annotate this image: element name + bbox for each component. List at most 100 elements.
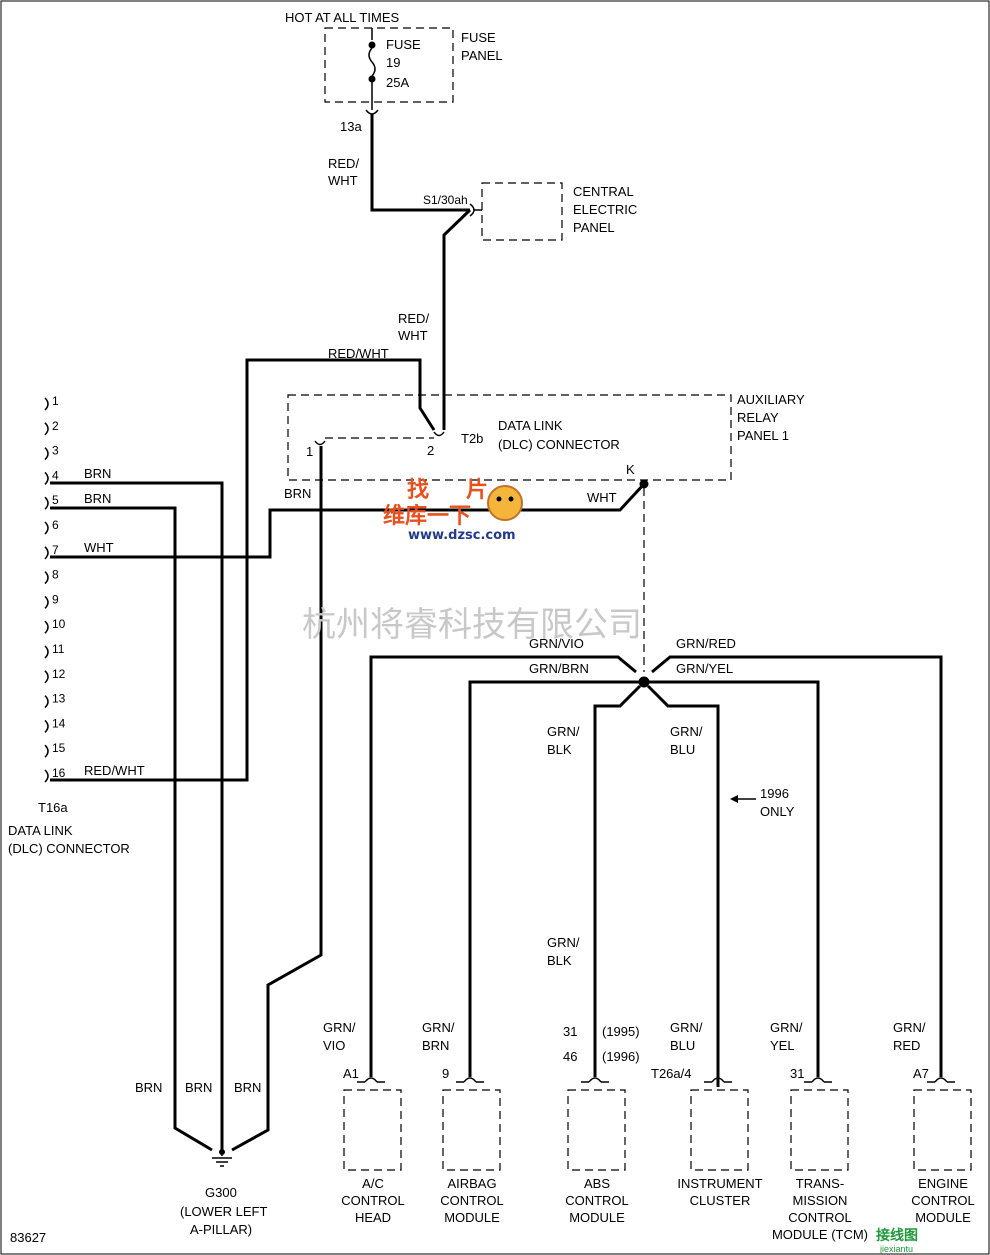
logo-text-2: 片 xyxy=(466,478,488,503)
bus-label-grn-blk-1: GRN/ xyxy=(547,724,580,739)
module-name-line: ENGINE xyxy=(918,1176,968,1191)
module-pin-label: A1 xyxy=(343,1066,359,1081)
module-name-line: INSTRUMENT xyxy=(677,1176,762,1191)
note-1996-line1: 1996 xyxy=(760,786,789,801)
module-pin-label: T26a/4 xyxy=(651,1066,691,1081)
fuse-terminal-connector xyxy=(365,109,379,115)
central-electric-label-3: PANEL xyxy=(573,220,615,235)
bus-label-grn-red: GRN/RED xyxy=(676,636,736,651)
wire-dlc4-brn xyxy=(50,481,224,1150)
dlc-wire-5-label: BRN xyxy=(84,491,111,506)
module-group: GRN/VIOA1A/CCONTROLHEADGRN/BRN9AIRBAGCON… xyxy=(323,1020,975,1242)
module-name-line: CLUSTER xyxy=(690,1193,751,1208)
dlc-pin-connector xyxy=(44,397,49,411)
ground-node xyxy=(219,1149,225,1155)
dlc-pin-label: 2 xyxy=(52,419,59,433)
dlc-pin-connector xyxy=(44,595,49,609)
wire-grn-yel xyxy=(644,680,820,1077)
bus-label-grn-yel: GRN/YEL xyxy=(676,661,733,676)
t2b-pin1-label: 1 xyxy=(306,444,313,459)
dlc-pin-connector xyxy=(44,546,49,560)
wire-brn-upper-label: BRN xyxy=(284,486,311,501)
dlc-pin-label: 10 xyxy=(52,617,66,631)
central-terminal-connector xyxy=(469,203,475,217)
fuse-panel-label-1: FUSE xyxy=(461,30,496,45)
module-wire-label: GRN/ xyxy=(670,1020,703,1035)
aux-dlc-label-2: (DLC) CONNECTOR xyxy=(498,437,620,452)
company-watermark: 杭州将睿科技有限公司 xyxy=(302,605,642,645)
dlc-pin-connector xyxy=(44,769,49,783)
dlc-pin-label: 16 xyxy=(52,766,66,780)
dlc-pin-label: 7 xyxy=(52,543,59,557)
module-terminal xyxy=(711,1077,725,1083)
central-terminal-label: S1/30ah xyxy=(423,193,468,207)
wire-grn-vio xyxy=(369,655,637,1077)
dlc-pin-connector xyxy=(44,521,49,535)
fuse-rating: 25A xyxy=(386,75,409,90)
module-terminal xyxy=(811,1077,825,1083)
bus-label-grn-blk-lower-1: GRN/ xyxy=(547,935,580,950)
module-box xyxy=(790,1089,849,1171)
bus-label-grn-vio: GRN/VIO xyxy=(529,636,584,651)
wire-wht-upper-label: WHT xyxy=(587,490,617,505)
note-1996-line2: ONLY xyxy=(760,804,795,819)
bus-label-grn-blk-2: BLK xyxy=(547,742,572,757)
central-electric-label-2: ELECTRIC xyxy=(573,202,637,217)
module-name-line: MODULE xyxy=(569,1210,625,1225)
module-name-line: TRANS- xyxy=(796,1176,844,1191)
note-arrow-head xyxy=(730,795,738,803)
wire-grn-red xyxy=(651,655,943,1077)
dlc-pin-connector xyxy=(44,744,49,758)
dlc-label-1: DATA LINK xyxy=(8,823,73,838)
fuse-panel-label-2: PANEL xyxy=(461,48,503,63)
module-name-line: CONTROL xyxy=(911,1193,975,1208)
ground-brn-left: BRN xyxy=(135,1080,162,1095)
dlc-pin-label: 6 xyxy=(52,518,59,532)
module-name-line: MISSION xyxy=(793,1193,848,1208)
logo-mascot xyxy=(487,485,523,521)
module-box xyxy=(567,1089,626,1171)
wire-red-wht-loop xyxy=(50,358,436,782)
logo-mascot-eye-right xyxy=(508,496,514,502)
module-wire-label: GRN/ xyxy=(422,1020,455,1035)
dlc-pin-connector xyxy=(44,645,49,659)
dlc-pin-label: 13 xyxy=(52,692,66,706)
bus-label-grn-blk-lower-2: BLK xyxy=(547,953,572,968)
module-name-line: MODULE (TCM) xyxy=(772,1227,868,1242)
dlc-pin-label: 9 xyxy=(52,592,59,606)
wire-red-wht-loop-label: RED/WHT xyxy=(328,346,389,361)
dlc-pin-connector xyxy=(44,695,49,709)
aux-relay-label-1: AUXILIARY xyxy=(737,392,805,407)
bus-label-grn-blu-2: BLU xyxy=(670,742,695,757)
central-electric-label-1: CENTRAL xyxy=(573,184,634,199)
wire-grn-blu xyxy=(646,684,720,1087)
module-pin-label: 31 xyxy=(790,1066,804,1081)
aux-relay-label-3: PANEL 1 xyxy=(737,428,789,443)
module-name-line: HEAD xyxy=(355,1210,391,1225)
t2b-pin1-connector xyxy=(314,440,326,446)
dlc-pin-label: 8 xyxy=(52,568,59,582)
dlc-pin-label: 3 xyxy=(52,444,59,458)
wire-brn-t2b-to-ground xyxy=(231,446,323,1152)
logo-text-1: 找 xyxy=(407,478,429,503)
module-pin-label: A7 xyxy=(913,1066,929,1081)
figure-id: 83627 xyxy=(10,1230,46,1245)
ground-id: G300 xyxy=(205,1185,237,1200)
dzsc-logo: 找 片 维库一下 www.dzsc.com xyxy=(383,478,523,543)
dlc-wire-16-label: RED/WHT xyxy=(84,763,145,778)
wire-red-wht-top-1: RED/ xyxy=(328,156,359,171)
dlc-pin-label: 11 xyxy=(52,642,65,656)
aux-conn-id: T2b xyxy=(461,431,483,446)
fuse-number: 19 xyxy=(386,55,400,70)
dlc-pin-connector xyxy=(44,496,49,510)
aux-dlc-label-1: DATA LINK xyxy=(498,418,563,433)
bus-label-grn-brn: GRN/BRN xyxy=(529,661,589,676)
module-pin-note: (1995) xyxy=(602,1024,640,1039)
bus-label-grn-blu-1: GRN/ xyxy=(670,724,703,739)
dlc-wire-7-label: WHT xyxy=(84,540,114,555)
module-name-line: A/C xyxy=(362,1176,384,1191)
dlc-pin-label: 15 xyxy=(52,741,66,755)
fuse-terminal-label: 13a xyxy=(340,119,362,134)
